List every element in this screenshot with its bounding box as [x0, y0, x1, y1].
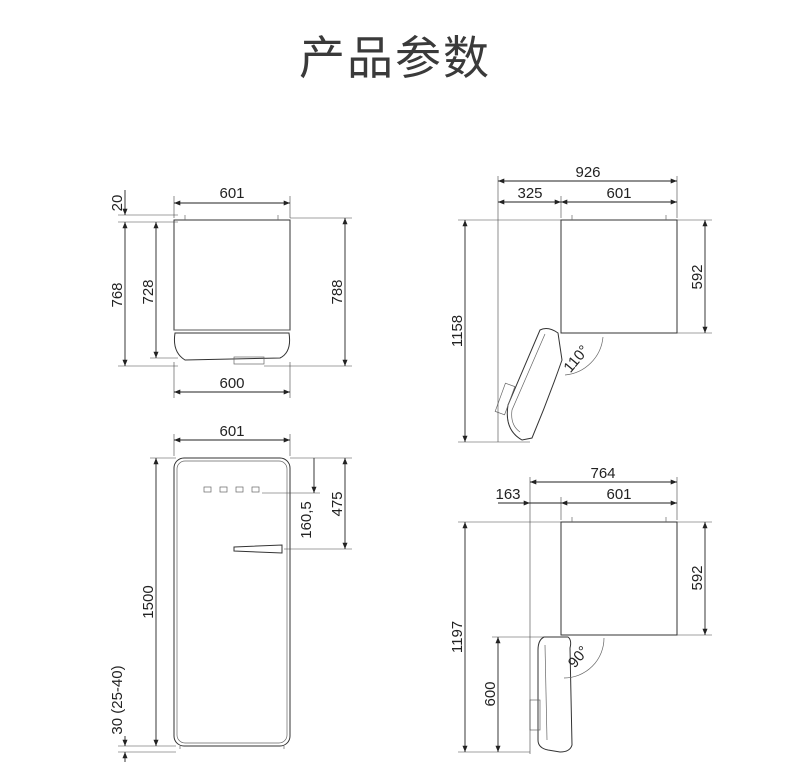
front-view-height-label: 1500	[140, 585, 157, 618]
door-90-total-label: 764	[590, 465, 615, 482]
door-110-angle-label: 110°	[560, 342, 592, 376]
front-view-drawing: 601 1500 30 (25-40) 160,5 475	[109, 423, 352, 762]
door-110-diagonal-label: 1158	[449, 315, 466, 347]
door-90-drawing: 90° 764 163 601 592 1197 600	[449, 465, 712, 754]
front-view-width-label: 601	[219, 423, 244, 440]
top-view-drawing: 601 20 768 728 788 600	[109, 185, 352, 398]
top-view-depth-total-label: 788	[329, 279, 346, 304]
door-110-drawing: 110° 926 325 601 592 1158	[449, 164, 712, 443]
front-view-feet-label: 30 (25-40)	[109, 665, 126, 734]
door-110-depth-label: 592	[689, 264, 706, 289]
door-90-swing-label: 163	[495, 486, 520, 503]
door-90-door-width-label: 600	[482, 681, 499, 706]
door-90-depth-label: 592	[689, 565, 706, 590]
door-90-body-label: 601	[606, 486, 631, 503]
top-view-depth-cabinet-label: 728	[140, 279, 157, 304]
top-view-width-bottom-label: 600	[219, 375, 244, 392]
top-view-depth-top-label: 20	[109, 195, 126, 212]
page-title: 产品参数	[299, 31, 491, 85]
door-110-swing-label: 325	[517, 185, 542, 202]
top-view-width-label: 601	[219, 185, 244, 202]
front-view-handle-height-label: 475	[329, 491, 346, 516]
door-110-total-label: 926	[575, 164, 600, 181]
door-90-diagonal-label: 1197	[449, 621, 466, 653]
door-110-body-label: 601	[606, 185, 631, 202]
front-view-handle-offset-label: 160,5	[298, 501, 315, 539]
top-view-depth-body-label: 768	[109, 282, 126, 307]
